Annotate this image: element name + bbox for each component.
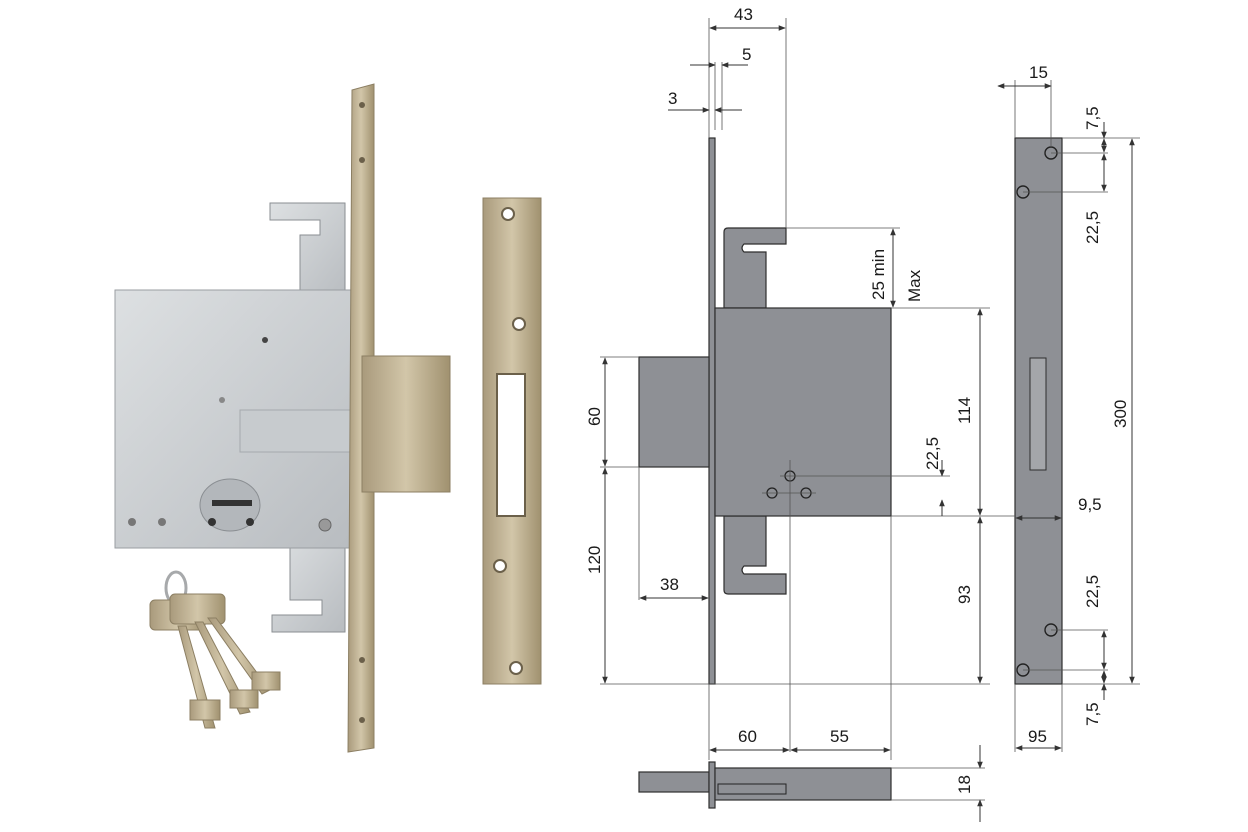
lock-photo xyxy=(114,83,451,753)
bottom-latch-hook xyxy=(271,539,346,633)
dim-5: 5 xyxy=(742,45,751,64)
deadbolt xyxy=(361,355,451,493)
dim-7-5-bottom: 7,5 xyxy=(1083,702,1102,726)
top-latch-hook xyxy=(269,202,346,301)
dimension-labels: 43 5 3 25 min Max 114 60 22,5 120 38 93 … xyxy=(585,5,1130,794)
dim-55: 55 xyxy=(830,727,849,746)
faceplate xyxy=(347,83,375,753)
dimension-lines xyxy=(600,18,1140,822)
dim-18: 18 xyxy=(955,775,974,794)
top-view-drawing xyxy=(638,761,892,809)
front-view-drawing xyxy=(638,137,950,752)
dim-120: 120 xyxy=(585,546,604,574)
dim-15: 15 xyxy=(1029,63,1048,82)
dim-60-bolt: 60 xyxy=(585,407,604,426)
keys-photo xyxy=(149,570,281,729)
drawing-bolt xyxy=(638,356,710,468)
dim-300: 300 xyxy=(1111,400,1130,428)
dim-22-5-holes: 22,5 xyxy=(923,437,942,470)
dim-25-min: 25 min xyxy=(869,249,888,300)
dim-114: 114 xyxy=(955,397,974,424)
drawing-case xyxy=(714,307,892,517)
bolt-slot xyxy=(496,373,526,517)
dim-60-bottom: 60 xyxy=(738,727,757,746)
strike-plate-photo xyxy=(482,197,542,685)
dim-9-5: 9,5 xyxy=(1078,495,1102,514)
dim-93: 93 xyxy=(955,585,974,604)
dim-22-5-bottom: 22,5 xyxy=(1083,575,1102,608)
dim-max: Max xyxy=(905,269,924,302)
dim-38: 38 xyxy=(660,575,679,594)
side-view-drawing xyxy=(1014,137,1063,685)
dim-3: 3 xyxy=(668,89,677,108)
dim-43: 43 xyxy=(734,5,753,24)
dim-7-5-top: 7,5 xyxy=(1083,106,1102,130)
dim-95: 95 xyxy=(1028,727,1047,746)
dim-22-5-top: 22,5 xyxy=(1083,211,1102,244)
